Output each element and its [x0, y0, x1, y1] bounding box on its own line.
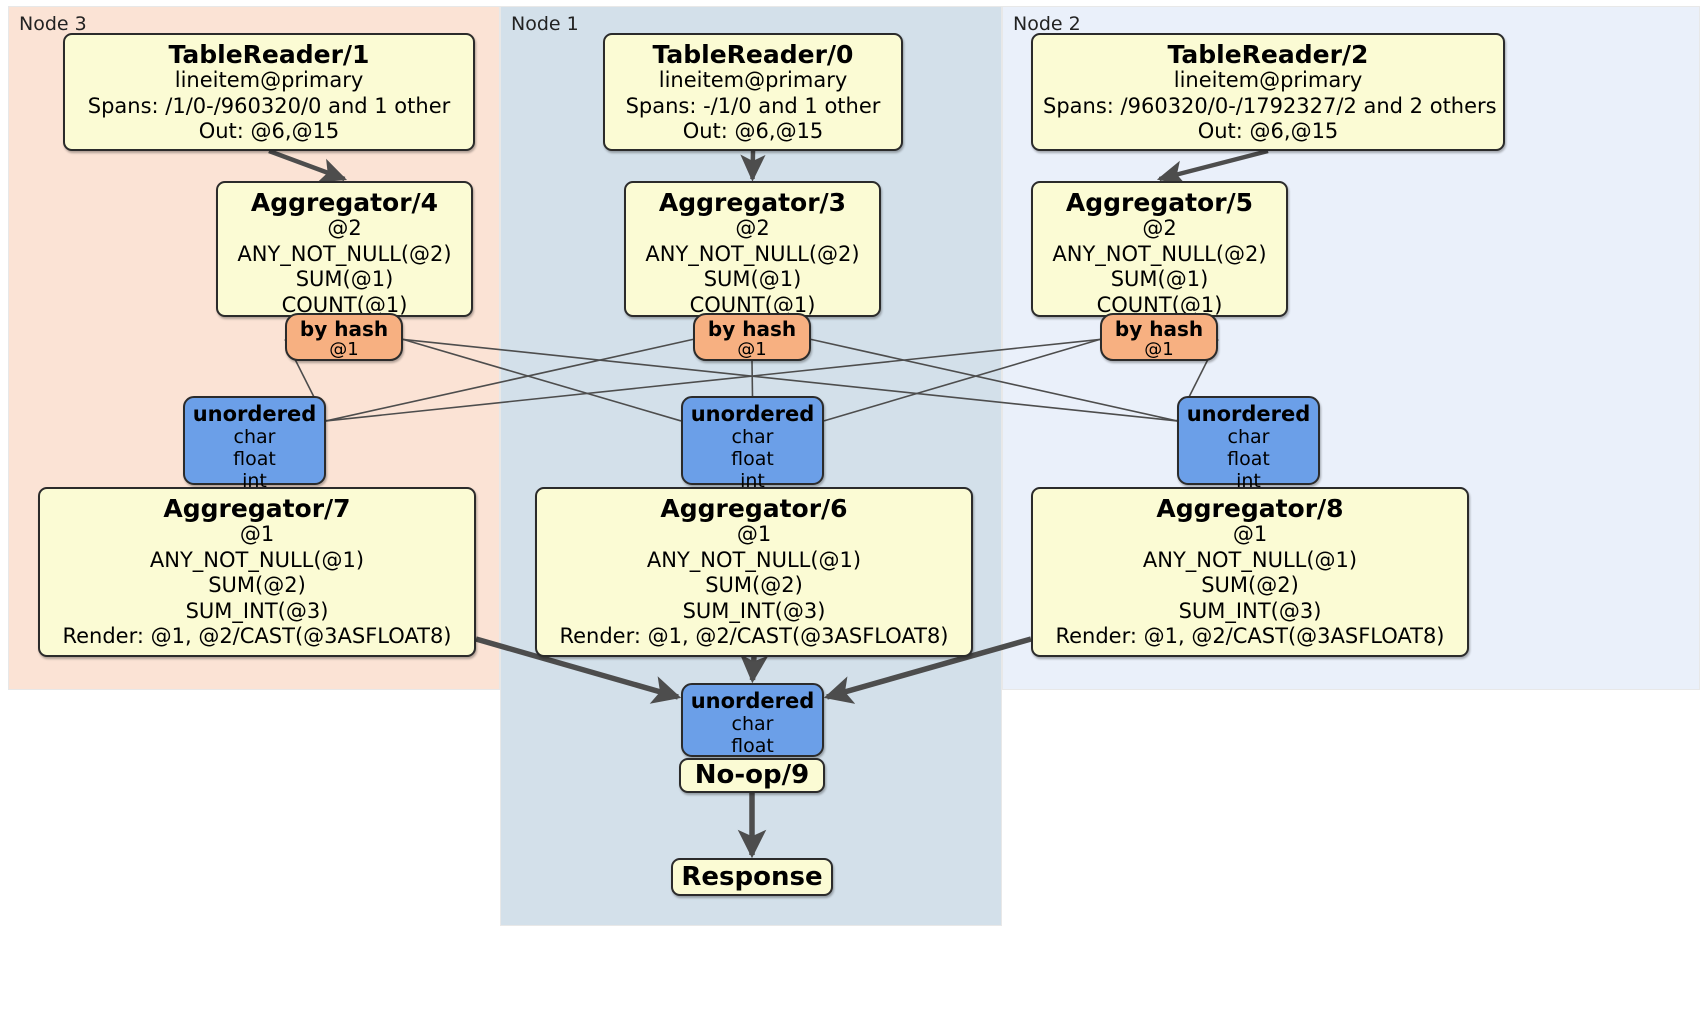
- processor-detail: SUM(@1): [1110, 267, 1209, 292]
- processor-title: Aggregator/4: [250, 188, 439, 217]
- processor-detail: @2: [1142, 216, 1177, 240]
- synchronizer-type: float: [233, 448, 276, 471]
- synchronizer-title: unordered: [192, 402, 317, 426]
- synchronizer-type: int: [1236, 470, 1261, 493]
- node-region-label: Node 3: [19, 13, 87, 35]
- processor-detail: COUNT(@1): [281, 292, 408, 317]
- processor-detail: SUM_INT(@3): [682, 598, 826, 623]
- synchronizer-title: unordered: [1186, 402, 1311, 426]
- processor-title: Response: [681, 861, 823, 892]
- processor-render: Render: @1, @2/CAST(@3ASFLOAT8): [559, 624, 949, 649]
- processor-detail: Out: @6,@15: [682, 119, 824, 144]
- synchronizer-type: int: [242, 470, 267, 493]
- processor-title: Aggregator/8: [1156, 494, 1344, 523]
- processor-tablereader-2[interactable]: TableReader/2 lineitem@primary Spans: /9…: [1031, 33, 1505, 151]
- processor-detail: SUM(@2): [705, 573, 803, 598]
- synchronizer-type: char: [233, 426, 276, 449]
- processor-title: TableReader/2: [1167, 40, 1369, 69]
- synchronizer-unordered-agg7[interactable]: unordered char float int: [183, 396, 326, 492]
- synchronizer-title: unordered: [690, 689, 815, 713]
- synchronizer-type: int: [740, 470, 765, 493]
- processor-title: Aggregator/3: [658, 188, 847, 217]
- router-title: by hash: [1114, 317, 1204, 341]
- processor-aggregator-5[interactable]: Aggregator/5 @2 ANY_NOT_NULL(@2) SUM(@1)…: [1031, 181, 1288, 317]
- processor-detail: ANY_NOT_NULL(@2): [237, 241, 452, 266]
- router-detail: @1: [737, 339, 767, 360]
- processor-detail: SUM(@2): [208, 573, 306, 598]
- router-by-hash-agg3[interactable]: by hash @1: [693, 313, 811, 361]
- processor-detail: Out: @6,@15: [1197, 119, 1339, 144]
- processor-detail: @1: [736, 522, 772, 546]
- synchronizer-type: char: [731, 713, 774, 736]
- processor-detail: @2: [327, 216, 362, 240]
- processor-tablereader-1[interactable]: TableReader/1 lineitem@primary Spans: /1…: [63, 33, 475, 151]
- processor-detail: Spans: /960320/0-/1792327/2 and 2 others: [1043, 93, 1497, 118]
- processor-detail: SUM(@1): [295, 267, 394, 292]
- processor-detail: COUNT(@1): [1096, 292, 1223, 317]
- processor-detail: lineitem@primary: [658, 68, 848, 92]
- processor-render: Render: @1, @2/CAST(@3ASFLOAT8): [1055, 624, 1445, 649]
- processor-aggregator-6[interactable]: Aggregator/6 @1 ANY_NOT_NULL(@1) SUM(@2)…: [535, 487, 973, 657]
- processor-detail: ANY_NOT_NULL(@1): [1142, 547, 1358, 572]
- synchronizer-type: float: [1227, 448, 1270, 471]
- processor-detail: lineitem@primary: [174, 68, 364, 92]
- processor-detail: SUM_INT(@3): [185, 598, 329, 623]
- processor-detail: ANY_NOT_NULL(@1): [646, 547, 862, 572]
- synchronizer-type: char: [1227, 426, 1270, 449]
- synchronizer-type: float: [731, 448, 774, 471]
- processor-detail: @2: [735, 216, 770, 240]
- processor-title: TableReader/1: [168, 40, 370, 69]
- processor-aggregator-7[interactable]: Aggregator/7 @1 ANY_NOT_NULL(@1) SUM(@2)…: [38, 487, 476, 657]
- processor-title: No-op/9: [694, 760, 810, 791]
- processor-tablereader-0[interactable]: TableReader/0 lineitem@primary Spans: -/…: [603, 33, 903, 151]
- processor-title: Aggregator/6: [660, 494, 848, 523]
- node-region-label: Node 2: [1013, 13, 1081, 35]
- synchronizer-type: float: [731, 735, 774, 758]
- processor-detail: Spans: -/1/0 and 1 other: [625, 93, 881, 118]
- processor-response[interactable]: Response: [671, 858, 833, 896]
- processor-aggregator-8[interactable]: Aggregator/8 @1 ANY_NOT_NULL(@1) SUM(@2)…: [1031, 487, 1469, 657]
- router-by-hash-agg5[interactable]: by hash @1: [1100, 313, 1218, 361]
- router-title: by hash: [299, 317, 389, 341]
- processor-title: TableReader/0: [652, 40, 854, 69]
- processor-detail: @1: [1232, 522, 1268, 546]
- router-title: by hash: [707, 317, 797, 341]
- processor-detail: @1: [239, 522, 275, 546]
- processor-render: Render: @1, @2/CAST(@3ASFLOAT8): [62, 624, 452, 649]
- synchronizer-type: char: [731, 426, 774, 449]
- processor-aggregator-4[interactable]: Aggregator/4 @2 ANY_NOT_NULL(@2) SUM(@1)…: [216, 181, 473, 317]
- processor-detail: ANY_NOT_NULL(@1): [149, 547, 365, 572]
- router-by-hash-agg4[interactable]: by hash @1: [285, 313, 403, 361]
- processor-detail: Out: @6,@15: [198, 119, 340, 144]
- synchronizer-unordered-agg8[interactable]: unordered char float int: [1177, 396, 1320, 492]
- processor-detail: SUM(@1): [703, 267, 802, 292]
- router-detail: @1: [1144, 339, 1174, 360]
- processor-detail: ANY_NOT_NULL(@2): [1052, 241, 1267, 266]
- processor-detail: SUM(@2): [1201, 573, 1299, 598]
- processor-aggregator-3[interactable]: Aggregator/3 @2 ANY_NOT_NULL(@2) SUM(@1)…: [624, 181, 881, 317]
- processor-title: Aggregator/7: [163, 494, 351, 523]
- router-detail: @1: [329, 339, 359, 360]
- processor-detail: Spans: /1/0-/960320/0 and 1 other: [87, 93, 451, 118]
- processor-detail: SUM_INT(@3): [1178, 598, 1322, 623]
- processor-no-op-9[interactable]: No-op/9: [679, 758, 825, 793]
- synchronizer-title: unordered: [690, 402, 815, 426]
- processor-title: Aggregator/5: [1065, 188, 1254, 217]
- synchronizer-unordered-agg6[interactable]: unordered char float int: [681, 396, 824, 492]
- synchronizer-unordered-noop[interactable]: unordered char float: [681, 683, 824, 757]
- processor-detail: COUNT(@1): [689, 292, 816, 317]
- processor-detail: lineitem@primary: [1173, 68, 1363, 92]
- node-region-label: Node 1: [511, 13, 579, 35]
- processor-detail: ANY_NOT_NULL(@2): [645, 241, 860, 266]
